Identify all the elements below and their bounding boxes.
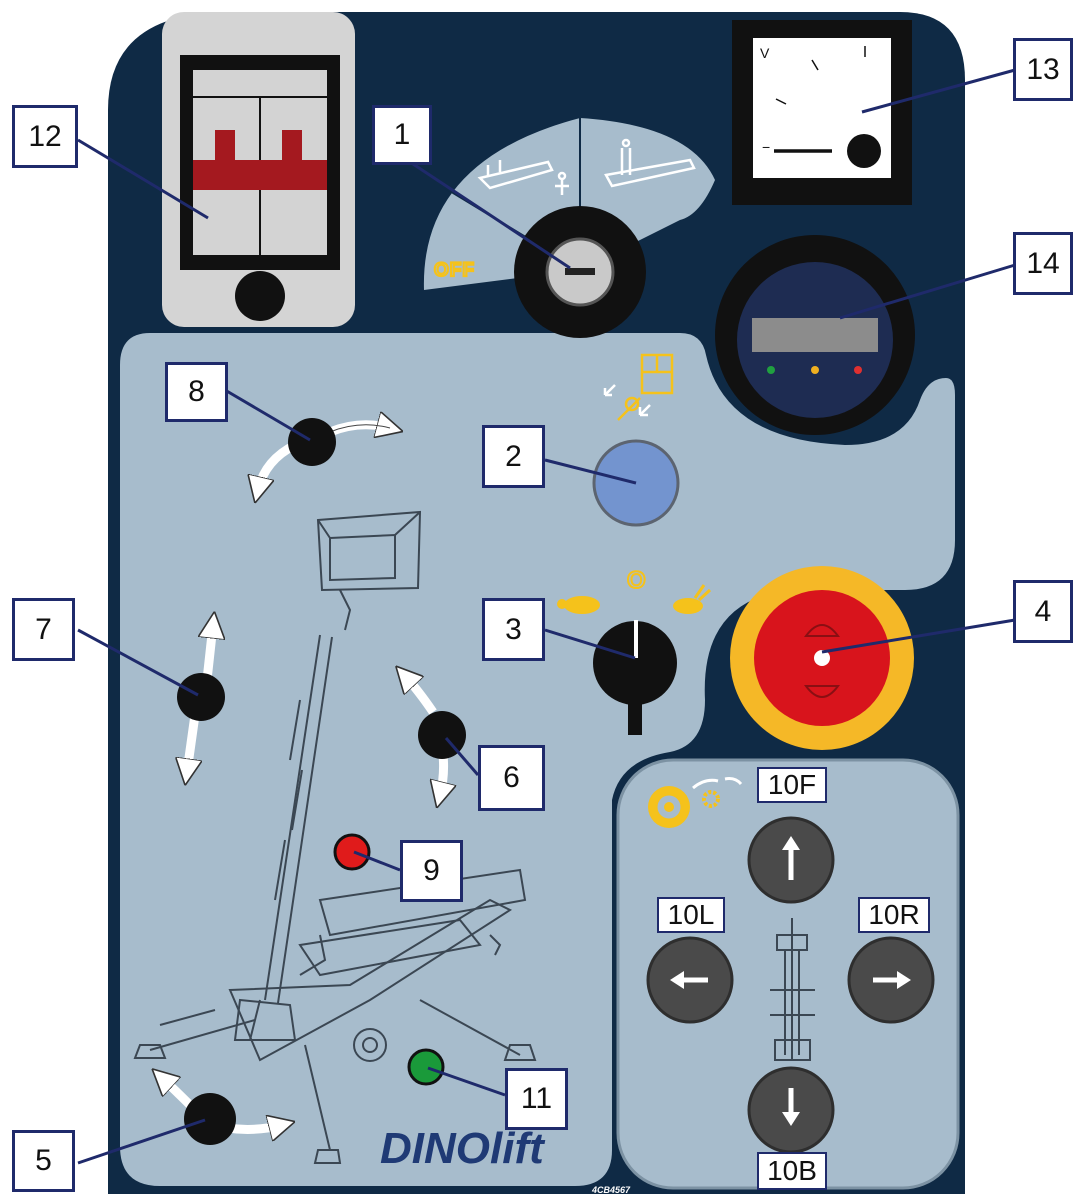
callout-14: 14 bbox=[1013, 232, 1073, 295]
battery-led-yellow bbox=[811, 366, 819, 374]
red-indicator-light bbox=[335, 835, 369, 869]
circuit-breaker bbox=[162, 12, 355, 327]
callout-2: 2 bbox=[482, 425, 545, 488]
callout-1: 1 bbox=[372, 105, 432, 165]
drive-right-label: 10R bbox=[858, 897, 930, 933]
callout-6: 6 bbox=[478, 745, 545, 811]
drive-forward-label: 10F bbox=[757, 767, 827, 803]
green-indicator-light bbox=[409, 1050, 443, 1084]
emergency-stop-button[interactable] bbox=[730, 566, 914, 750]
drive-left-button[interactable] bbox=[648, 938, 732, 1022]
voltmeter-minus-label: − bbox=[762, 139, 770, 155]
drive-left-label: 10L bbox=[657, 897, 725, 933]
battery-led-red bbox=[854, 366, 862, 374]
breaker-reset-button[interactable] bbox=[235, 271, 285, 321]
battery-indicator bbox=[715, 235, 915, 435]
brand-logo: DINOlift bbox=[380, 1124, 546, 1173]
callout-13: 13 bbox=[1013, 38, 1073, 101]
voltmeter-scale-label: V bbox=[760, 45, 770, 61]
callout-4: 4 bbox=[1013, 580, 1073, 643]
battery-led-green bbox=[767, 366, 775, 374]
callout-5: 5 bbox=[12, 1130, 75, 1192]
speed-selector-neutral-label: O bbox=[627, 567, 646, 594]
fast-speed-rabbit-icon bbox=[673, 598, 703, 614]
part-number: 4CB4567 bbox=[591, 1185, 631, 1194]
drive-back-label: 10B bbox=[757, 1152, 827, 1190]
callout-7: 7 bbox=[12, 598, 75, 661]
callout-3: 3 bbox=[482, 598, 545, 661]
callout-12: 12 bbox=[12, 105, 78, 168]
voltmeter: V − bbox=[732, 20, 912, 205]
callout-11: 11 bbox=[505, 1068, 568, 1130]
slow-speed-turtle-icon bbox=[564, 596, 600, 614]
drive-forward-button[interactable] bbox=[749, 818, 833, 902]
drive-right-button[interactable] bbox=[849, 938, 933, 1022]
callout-9: 9 bbox=[400, 840, 463, 902]
callout-8: 8 bbox=[165, 362, 228, 422]
drive-back-button[interactable] bbox=[749, 1068, 833, 1152]
key-switch-off-label: OFF bbox=[434, 260, 475, 281]
